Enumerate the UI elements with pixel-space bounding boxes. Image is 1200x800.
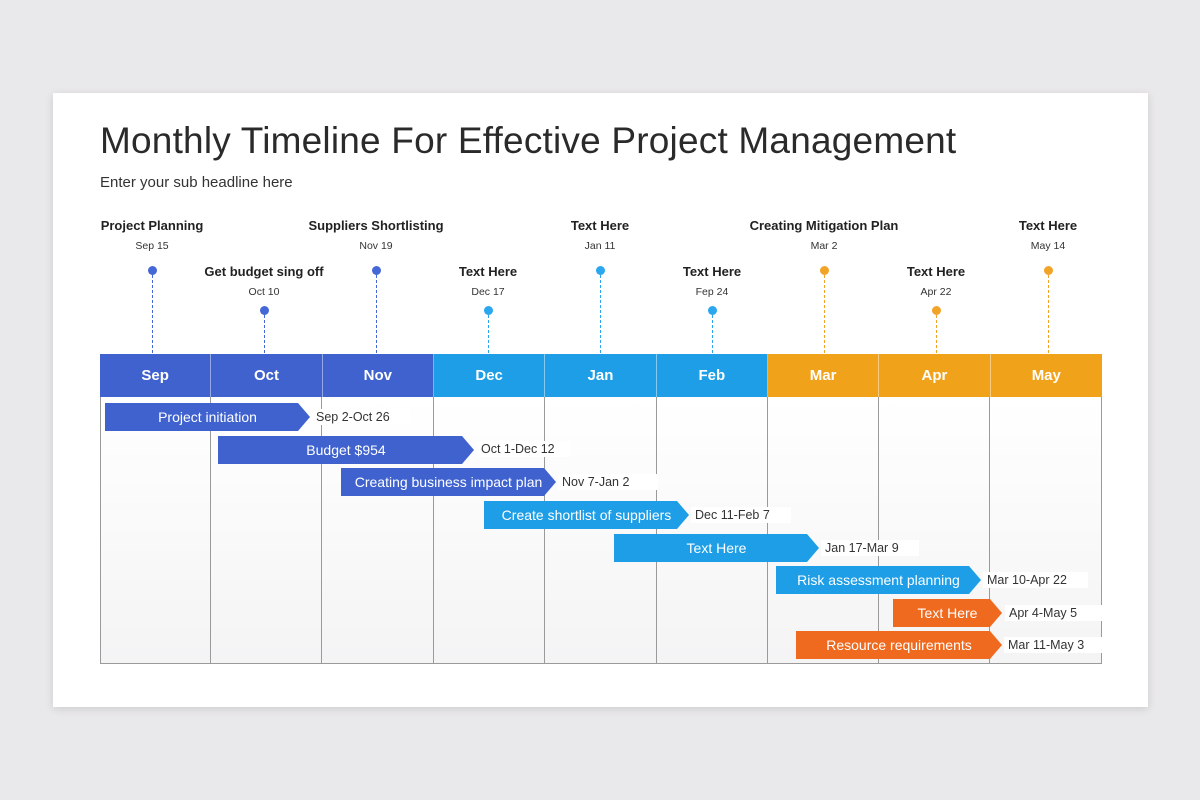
milestone-dot (1043, 266, 1053, 275)
milestone-7: Creating Mitigation Plan Mar 2 (734, 218, 914, 252)
milestone-8: Text Here Apr 22 (846, 264, 1026, 298)
milestone-dot (371, 266, 381, 275)
milestone-connector (824, 275, 825, 353)
milestone-label: Text Here (1018, 218, 1078, 233)
task-date-range: Apr 4-May 5 (1005, 605, 1105, 621)
milestone-label: Project Planning (100, 218, 204, 233)
milestone-label: Text Here (458, 264, 518, 279)
milestone-connector (376, 275, 377, 353)
milestone-connector (264, 315, 265, 353)
grid-line (544, 397, 545, 663)
month-feb: Feb (656, 354, 768, 397)
milestone-dot (483, 306, 493, 315)
grid-line (100, 397, 101, 663)
task-date-range: Mar 11-May 3 (1004, 637, 1104, 653)
milestone-dot (595, 266, 605, 275)
milestone-9: Text Here May 14 (958, 218, 1138, 252)
milestone-label: Text Here (570, 218, 630, 233)
month-may: May (990, 354, 1102, 397)
milestone-1: Project Planning Sep 15 (62, 218, 242, 252)
milestone-connector (936, 315, 937, 353)
milestone-label: Creating Mitigation Plan (749, 218, 899, 233)
milestone-connector (600, 275, 601, 353)
milestone-dot (931, 306, 941, 315)
milestone-connector (1048, 275, 1049, 353)
month-sep: Sep (100, 354, 212, 397)
milestone-label: Text Here (682, 264, 742, 279)
milestone-date: May 14 (1030, 240, 1066, 252)
task-date-range: Oct 1-Dec 12 (477, 441, 570, 457)
task-bar-text-here-2[interactable]: Text Here (893, 599, 1002, 627)
page-subtitle: Enter your sub headline here (100, 174, 293, 191)
milestone-3: Suppliers Shortlisting Nov 19 (286, 218, 466, 252)
month-nov: Nov (322, 354, 434, 397)
grid-line (1101, 397, 1102, 663)
task-bar-resource-requirements[interactable]: Resource requirements (796, 631, 1002, 659)
milestone-date: Sep 15 (135, 240, 169, 252)
grid-line (321, 397, 322, 663)
grid-line (767, 397, 768, 663)
milestone-connector (152, 275, 153, 353)
task-bar-risk-assessment[interactable]: Risk assessment planning (776, 566, 981, 594)
milestone-date: Oct 10 (248, 286, 280, 298)
grid-line (989, 397, 990, 663)
milestone-label: Get budget sing off (204, 264, 324, 279)
page-title: Monthly Timeline For Effective Project M… (100, 120, 957, 161)
task-bar-text-here[interactable]: Text Here (614, 534, 819, 562)
month-jan: Jan (545, 354, 657, 397)
month-apr: Apr (879, 354, 991, 397)
task-bar-shortlist-suppliers[interactable]: Create shortlist of suppliers (484, 501, 689, 529)
grid-line (210, 397, 211, 663)
grid-line (656, 397, 657, 663)
task-bar-budget[interactable]: Budget $954 (218, 436, 474, 464)
task-date-range: Mar 10-Apr 22 (983, 572, 1088, 588)
milestone-connector (712, 315, 713, 353)
month-oct: Oct (211, 354, 323, 397)
milestone-dot (147, 266, 157, 275)
milestone-connector (488, 315, 489, 353)
month-header-band: Sep Oct Nov Dec Jan Feb Mar Apr May (100, 354, 1102, 397)
milestone-2: Get budget sing off Oct 10 (174, 264, 354, 298)
milestone-date: Apr 22 (920, 286, 952, 298)
milestone-date: Nov 19 (359, 240, 393, 252)
milestone-5: Text Here Jan 11 (510, 218, 690, 252)
milestone-6: Text Here Fep 24 (622, 264, 802, 298)
milestone-dot (259, 306, 269, 315)
task-bar-business-impact-plan[interactable]: Creating business impact plan (341, 468, 556, 496)
month-dec: Dec (433, 354, 546, 397)
task-date-range: Dec 11-Feb 7 (691, 507, 791, 523)
milestone-date: Mar 2 (810, 240, 838, 252)
milestone-dot (707, 306, 717, 315)
milestone-date: Fep 24 (695, 286, 729, 298)
task-date-range: Sep 2-Oct 26 (312, 409, 410, 425)
milestone-label: Text Here (906, 264, 966, 279)
task-bar-project-initiation[interactable]: Project initiation (105, 403, 310, 431)
milestone-date: Dec 17 (471, 286, 505, 298)
task-date-range: Jan 17-Mar 9 (821, 540, 919, 556)
month-mar: Mar (767, 354, 880, 397)
milestone-date: Jan 11 (584, 240, 616, 252)
grid-line (878, 397, 879, 663)
task-date-range: Nov 7-Jan 2 (558, 474, 658, 490)
milestone-4: Text Here Dec 17 (398, 264, 578, 298)
grid-line (433, 397, 434, 663)
milestone-dot (819, 266, 829, 275)
milestone-label: Suppliers Shortlisting (308, 218, 444, 233)
